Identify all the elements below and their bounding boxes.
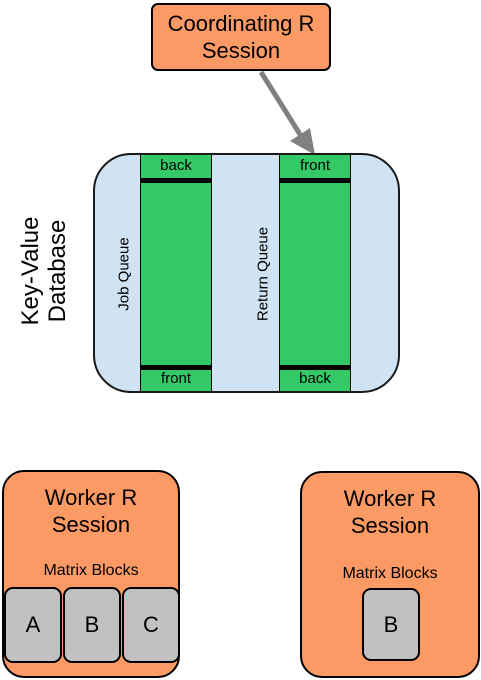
database-label: Key-Value Database: [17, 217, 71, 326]
job-queue: back front: [140, 155, 212, 391]
job-queue-label: Job Queue: [115, 237, 133, 311]
worker-right-title-line2: Session: [350, 513, 430, 538]
matrix-block-c: C: [122, 587, 180, 663]
job-queue-top-bar: [141, 178, 211, 183]
worker-left-matrix-blocks-label: Matrix Blocks: [43, 562, 139, 579]
worker-right-title-line1: Worker R: [343, 486, 437, 511]
worker-session-left: Worker R Session Matrix Blocks A B C: [2, 470, 180, 678]
worker-right-matrix-blocks-label: Matrix Blocks: [342, 565, 438, 582]
coordinating-session-label: Coordinating R Session: [167, 11, 315, 63]
job-queue-front-label: front: [160, 370, 191, 387]
coordinating-session-box: Coordinating R Session: [151, 3, 331, 71]
worker-left-title-line2: Session: [51, 512, 131, 537]
job-queue-back-label: back: [160, 157, 192, 174]
matrix-block-a: A: [4, 587, 62, 663]
database-label-line2: Database: [44, 219, 71, 323]
worker-left-title-line1: Worker R: [44, 485, 138, 510]
worker-session-right: Worker R Session Matrix Blocks B: [300, 471, 480, 678]
return-queue-front-label: front: [299, 157, 330, 174]
matrix-block-b: B: [362, 588, 420, 661]
return-queue-label: Return Queue: [254, 226, 272, 322]
return-queue-back-label: back: [299, 370, 331, 387]
return-queue: front back: [279, 155, 351, 391]
database-label-line1: Key-Value: [17, 216, 44, 326]
return-queue-bottom-bar: [280, 365, 350, 370]
job-queue-bottom-bar: [141, 365, 211, 370]
return-queue-top-bar: [280, 178, 350, 183]
matrix-block-b: B: [63, 587, 121, 663]
